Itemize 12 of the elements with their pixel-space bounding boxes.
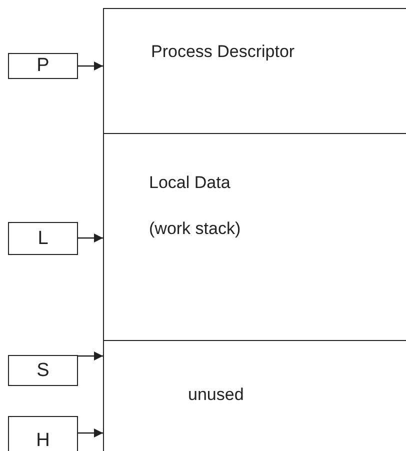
arrow xyxy=(78,62,103,70)
section-label: Process Descriptor xyxy=(151,41,296,63)
arrow xyxy=(78,234,103,242)
register-box: L xyxy=(8,222,78,255)
register-box: S xyxy=(8,355,78,386)
section-label: Local Data (work stack) xyxy=(149,172,242,240)
register-box: H xyxy=(8,416,78,451)
arrow xyxy=(78,428,103,438)
memory-section xyxy=(103,8,406,134)
arrow xyxy=(78,352,103,360)
section-label: unused xyxy=(188,385,245,405)
register-box: P xyxy=(8,53,78,79)
